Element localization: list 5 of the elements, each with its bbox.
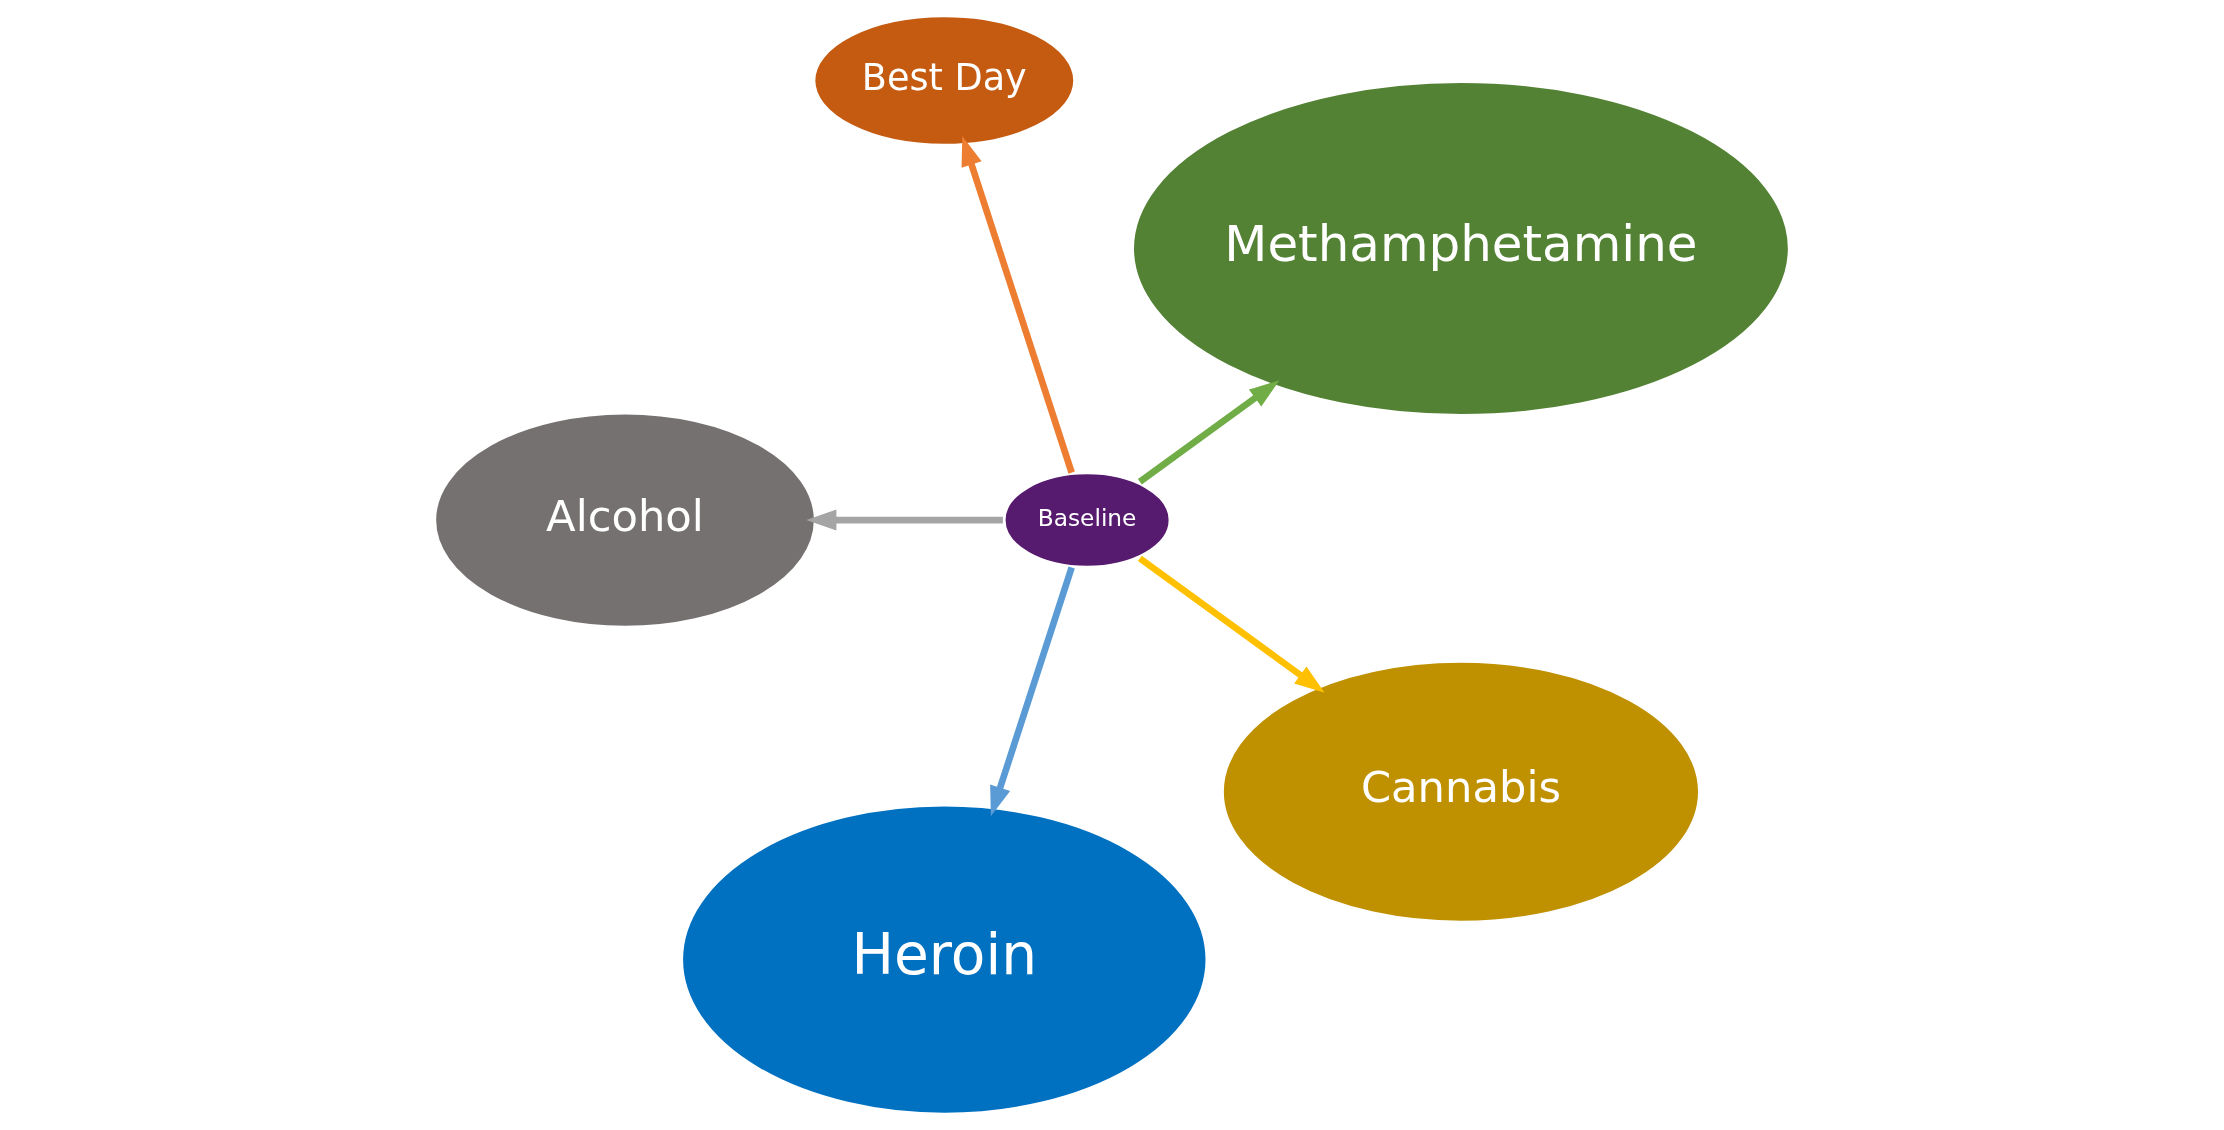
arrow — [990, 566, 1075, 817]
arrow — [1137, 555, 1325, 693]
arrow — [961, 136, 1075, 474]
arrow — [806, 509, 1003, 531]
arrow — [1137, 380, 1280, 485]
